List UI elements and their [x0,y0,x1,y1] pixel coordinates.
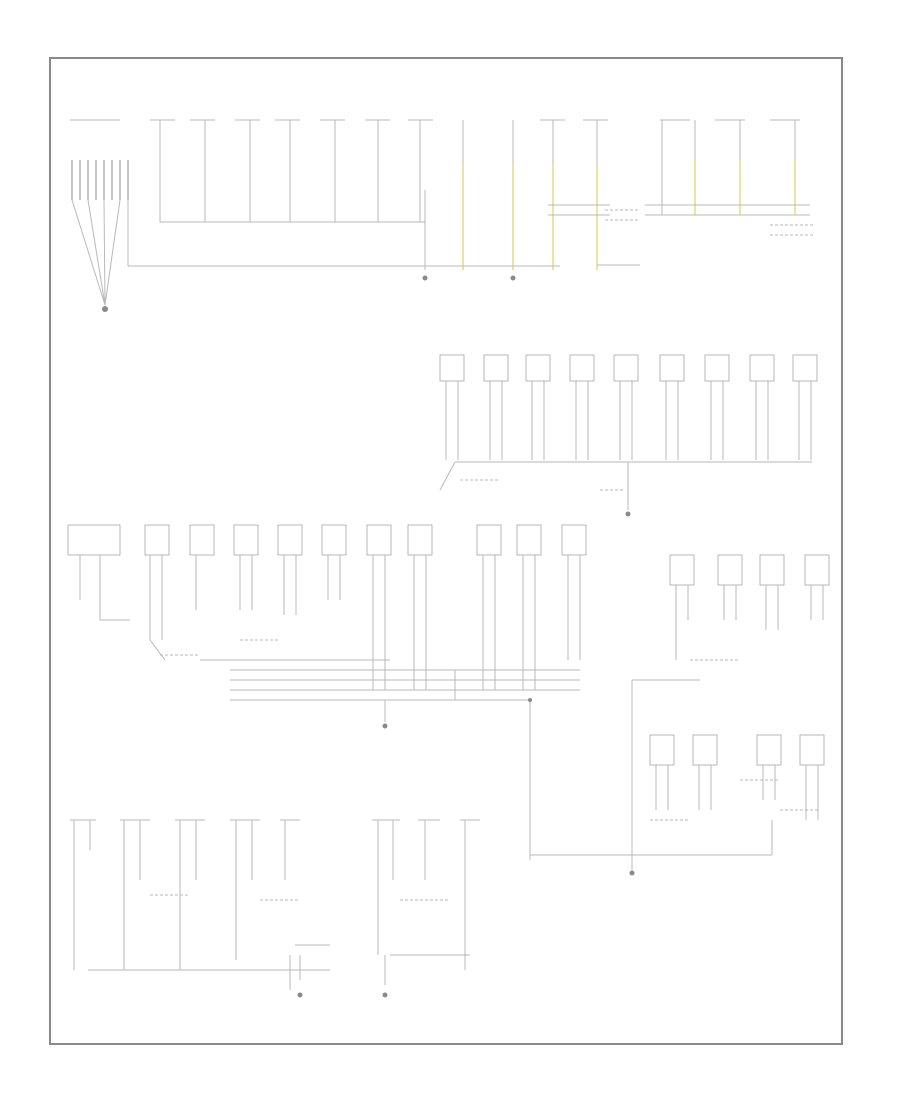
left-harness-connector [71,160,129,306]
ground-point-g3 [510,275,516,281]
top-component-group [70,119,810,312]
row2-component-group [439,354,818,517]
splice-point [528,698,532,702]
ground-point-g5 [382,723,388,729]
row3-component-group [67,524,587,860]
ground-point-g7 [297,992,303,998]
ground-point-g6 [629,870,635,876]
ground-point-g2 [422,275,428,281]
ground-point-g1 [102,306,108,312]
diagram-frame [49,57,843,1045]
right-component-group [530,554,830,876]
bottom-component-group [70,819,480,998]
ground-point-g4 [625,511,631,517]
ground-point-g8 [382,992,388,998]
faint-annotations [150,209,820,901]
